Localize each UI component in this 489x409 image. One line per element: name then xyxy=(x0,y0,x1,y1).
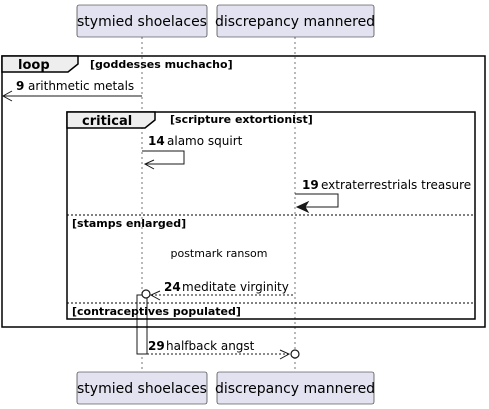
message-label: halfback angst xyxy=(166,339,255,353)
message-number: 14 xyxy=(148,134,165,148)
message-label: extraterrestrials treasure xyxy=(321,178,471,192)
critical-keyword: critical xyxy=(82,114,132,129)
message-arithmetic-metals[interactable]: 9 arithmetic metals xyxy=(1,79,142,102)
critical-guard: [scripture extortionist] xyxy=(170,113,313,126)
loop-guard: [goddesses muchacho] xyxy=(90,58,233,71)
participant-discrepancy-mannered-top[interactable]: discrepancy mannered xyxy=(215,4,375,38)
participant-label: discrepancy mannered xyxy=(215,14,375,30)
message-label: meditate virginity xyxy=(182,280,289,294)
message-extraterrestrials-treasure[interactable]: 19 extraterrestrials treasure xyxy=(295,178,471,214)
message-label: arithmetic metals xyxy=(28,79,134,93)
message-number: 19 xyxy=(302,178,319,192)
critical-frame: critical [scripture extortionist] [stamp… xyxy=(66,111,476,320)
participant-stymied-shoelaces-bottom[interactable]: stymied shoelaces xyxy=(76,371,208,405)
message-number: 29 xyxy=(148,339,165,353)
note-postmark-ransom: postmark ransom xyxy=(170,247,267,260)
participant-discrepancy-mannered-bottom[interactable]: discrepancy mannered xyxy=(215,371,375,405)
loop-frame: loop [goddesses muchacho] xyxy=(1,55,486,328)
section-guard-contraceptives: [contraceptives populated] xyxy=(72,305,241,318)
loop-keyword: loop xyxy=(18,58,50,73)
message-number: 24 xyxy=(164,280,181,294)
message-alamo-squirt[interactable]: 14 alamo squirt xyxy=(142,134,243,170)
participant-label: stymied shoelaces xyxy=(77,381,207,397)
message-label: alamo squirt xyxy=(167,134,243,148)
participant-label: stymied shoelaces xyxy=(77,14,207,30)
activation-bar xyxy=(136,294,148,355)
message-number: 9 xyxy=(16,79,24,93)
message-meditate-virginity[interactable]: 24 meditate virginity xyxy=(141,280,293,301)
section-guard-stamps: [stamps enlarged] xyxy=(72,217,186,230)
message-halfback-angst[interactable]: 29 halfback angst xyxy=(147,339,300,360)
participant-label: discrepancy mannered xyxy=(215,381,375,397)
participant-stymied-shoelaces-top[interactable]: stymied shoelaces xyxy=(76,4,208,38)
